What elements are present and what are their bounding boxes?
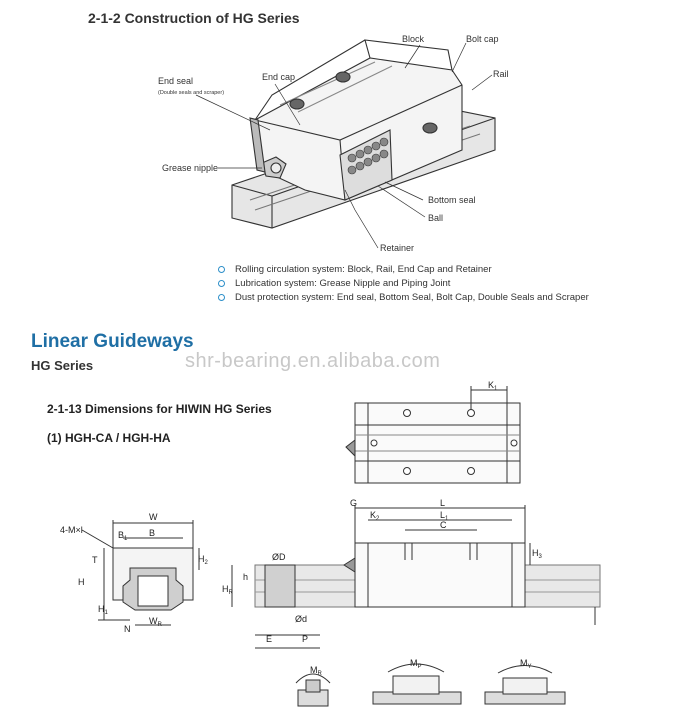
label-ball: Ball bbox=[428, 213, 443, 223]
list-item: Lubrication system: Grease Nipple and Pi… bbox=[218, 276, 589, 290]
dim-mxl: 4-M×l bbox=[60, 525, 83, 535]
label-end-cap: End cap bbox=[262, 72, 295, 82]
label-block: Block bbox=[402, 34, 425, 44]
dim-l: L bbox=[440, 498, 445, 508]
list-item: Rolling circulation system: Block, Rail,… bbox=[218, 262, 589, 276]
dim-p: P bbox=[302, 634, 308, 644]
dim-hr: HR bbox=[222, 584, 234, 596]
dim-h-small: h bbox=[243, 572, 248, 582]
dim-b1: B1 bbox=[118, 530, 128, 542]
top-view bbox=[345, 386, 521, 484]
dimension-drawings: K1 4-M×l W B B1 T H2 H H1 N WR G L K2 L1… bbox=[60, 380, 601, 707]
dim-t: T bbox=[92, 555, 98, 565]
label-retainer: Retainer bbox=[380, 243, 414, 253]
dimensions-title: 2-1-13 Dimensions for HIWIN HG Series bbox=[47, 402, 272, 416]
bullet-circle-icon bbox=[218, 265, 225, 273]
dim-k1: K1 bbox=[488, 380, 498, 392]
construction-diagram: End seal (Double seals and scraper) End … bbox=[158, 34, 509, 253]
dim-h: H bbox=[78, 577, 85, 587]
label-grease-nipple: Grease nipple bbox=[162, 163, 218, 173]
dim-n: N bbox=[124, 624, 131, 634]
moment-mp: MP bbox=[410, 658, 422, 670]
dim-phi-d-lower: Ød bbox=[295, 614, 307, 624]
side-view bbox=[231, 505, 601, 649]
construction-bullet-list: Rolling circulation system: Block, Rail,… bbox=[218, 262, 589, 304]
dim-phi-d-upper: ØD bbox=[272, 552, 286, 562]
label-bolt-cap: Bolt cap bbox=[466, 34, 499, 44]
label-rail: Rail bbox=[493, 69, 509, 79]
bullet-circle-icon bbox=[218, 279, 225, 287]
series-heading: HG Series bbox=[31, 358, 94, 373]
dim-b: B bbox=[149, 528, 155, 538]
dim-l1: L1 bbox=[440, 510, 449, 522]
list-item: Dust protection system: End seal, Bottom… bbox=[218, 290, 589, 304]
brand-heading: Linear Guideways bbox=[31, 331, 194, 352]
bullet-circle-icon bbox=[218, 293, 225, 301]
end-view bbox=[81, 520, 200, 626]
dim-g: G bbox=[350, 498, 357, 508]
model-label: (1) HGH-CA / HGH-HA bbox=[47, 431, 171, 445]
dim-e: E bbox=[266, 634, 272, 644]
moment-icons bbox=[295, 663, 566, 707]
dim-w: W bbox=[149, 512, 158, 522]
moment-mr: MR bbox=[310, 665, 323, 677]
dim-k2: K2 bbox=[370, 510, 380, 522]
moment-my: MY bbox=[520, 658, 532, 670]
dim-c: C bbox=[440, 520, 447, 530]
label-bottom-seal: Bottom seal bbox=[428, 195, 476, 205]
watermark: shr-bearing.en.alibaba.com bbox=[185, 350, 441, 372]
dim-h1: H1 bbox=[98, 604, 109, 616]
dim-h3: H3 bbox=[532, 548, 543, 560]
dim-h2: H2 bbox=[198, 554, 209, 566]
label-end-seal: End seal bbox=[158, 76, 193, 86]
label-end-seal-note: (Double seals and scraper) bbox=[158, 90, 224, 96]
construction-title: 2-1-2 Construction of HG Series bbox=[88, 10, 300, 26]
dim-wr: WR bbox=[149, 616, 163, 628]
